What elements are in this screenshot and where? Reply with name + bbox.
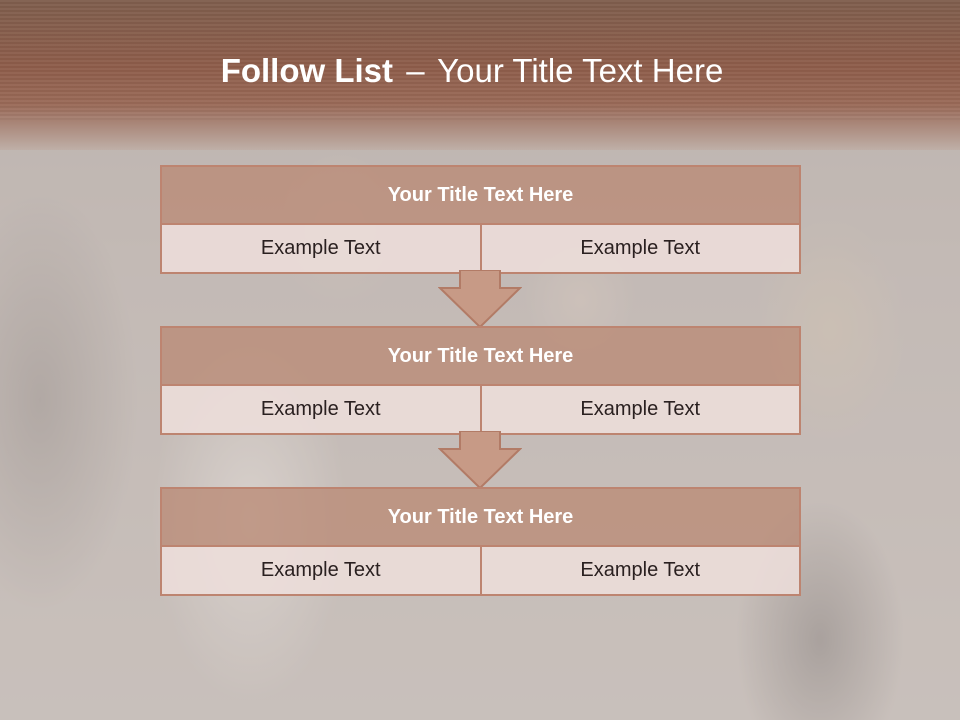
down-arrow-icon	[438, 431, 522, 489]
slide-title: Follow List – Your Title Text Here	[0, 52, 944, 90]
header-texture	[0, 0, 960, 120]
step-block-1: Your Title Text Here Example Text Exampl…	[160, 165, 801, 274]
step-row-3: Example Text Example Text	[162, 547, 799, 594]
header-band	[0, 0, 960, 150]
slide-title-separator: –	[406, 52, 425, 89]
step-title-3: Your Title Text Here	[162, 489, 799, 547]
slide-title-bold: Follow List	[220, 52, 394, 89]
step-title-1: Your Title Text Here	[162, 167, 799, 225]
step-title-2: Your Title Text Here	[162, 328, 799, 386]
step-block-3: Your Title Text Here Example Text Exampl…	[160, 487, 801, 596]
step-row-1: Example Text Example Text	[162, 225, 799, 272]
step-3-right-text: Example Text	[479, 547, 799, 594]
step-2-left-text: Example Text	[162, 386, 480, 433]
step-2-right-text: Example Text	[479, 386, 799, 433]
step-1-right-text: Example Text	[479, 225, 799, 272]
slide-title-rest: Your Title Text Here	[437, 52, 724, 89]
step-3-left-text: Example Text	[162, 547, 480, 594]
step-row-2: Example Text Example Text	[162, 386, 799, 433]
down-arrow-icon	[438, 270, 522, 328]
step-block-2: Your Title Text Here Example Text Exampl…	[160, 326, 801, 435]
step-1-left-text: Example Text	[162, 225, 480, 272]
